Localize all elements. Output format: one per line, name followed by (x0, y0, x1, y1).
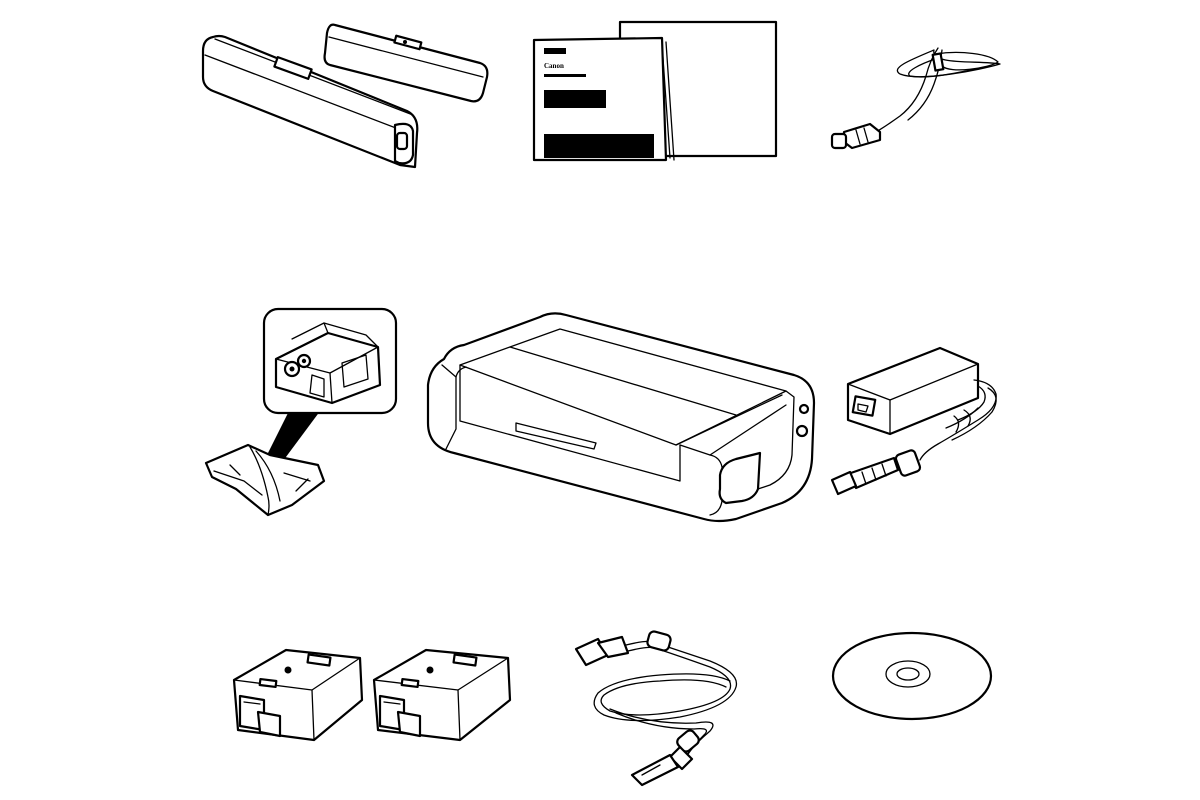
ink-tanks-icon (232, 648, 512, 742)
bar-covers-icon (201, 23, 489, 169)
print-head-icon (204, 307, 398, 517)
power-cord-icon (830, 47, 1001, 150)
manuals: Canon (530, 18, 785, 168)
usb-cable-icon (574, 630, 738, 787)
power-cord (830, 40, 1010, 160)
manual-documents-icon: Canon (532, 20, 778, 162)
ac-adapter-icon (830, 346, 997, 496)
cd-rom-icon (831, 631, 993, 721)
ink-tanks (230, 640, 515, 750)
manual-brand-text: Canon (544, 62, 564, 70)
printer-icon (426, 312, 816, 523)
printer (420, 305, 820, 525)
ac-adapter (828, 340, 1008, 500)
print-head-cover (195, 15, 495, 175)
setup-cd (830, 630, 995, 725)
print-head (200, 305, 400, 520)
usb-cable (570, 625, 750, 787)
